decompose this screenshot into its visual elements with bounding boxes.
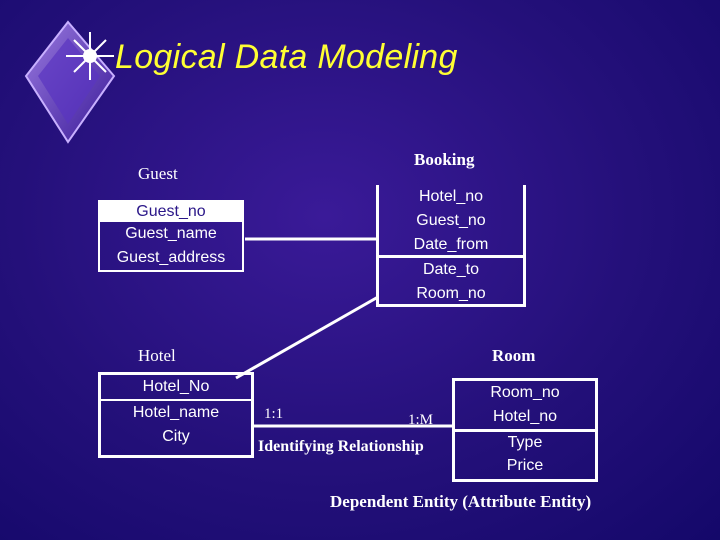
booking-attr: Date_from (379, 233, 523, 258)
hotel-attr: Hotel_name (132, 404, 220, 421)
room-attr: Hotel_no (455, 405, 595, 432)
guest-entity-name: Guest (138, 164, 178, 183)
star-burst-diamond-icon (24, 20, 116, 144)
relationship-label: Identifying Relationship (258, 438, 424, 455)
booking-attr: Guest_no (416, 212, 486, 229)
page-title: Logical Data Modeling (115, 38, 458, 76)
hotel-attr: City (162, 428, 190, 445)
room-attr: Type (507, 434, 543, 451)
booking-attr: Date_to (422, 261, 480, 278)
footnote: Dependent Entity (Attribute Entity) (330, 492, 592, 511)
left-cardinality: 1:1 (264, 406, 284, 422)
room-attr: Room_no (490, 384, 560, 401)
booking-attr: Room_no (416, 285, 486, 302)
room-entity: Room_no Hotel_no Type Price (452, 378, 598, 482)
booking-entity-name: Booking (414, 150, 475, 169)
guest-entity: Guest_no Guest_name Guest_address (98, 200, 244, 272)
booking-entity: Hotel_no Guest_no Date_from Date_to Room… (376, 185, 526, 307)
hotel-key-row: Hotel_No (101, 375, 251, 401)
booking-attr: Hotel_no (418, 188, 484, 205)
guest-key-row: Guest_no (98, 200, 244, 222)
hotel-entity-name: Hotel (138, 346, 176, 365)
guest-attr: Guest_address (98, 246, 244, 272)
right-cardinality: 1:M (408, 412, 434, 428)
room-entity-name: Room (492, 346, 536, 365)
guest-attr: Guest_name (125, 225, 217, 242)
room-attr: Price (506, 457, 544, 474)
hotel-entity: Hotel_No Hotel_name City (98, 372, 254, 458)
booking-hotel-line (235, 295, 379, 380)
